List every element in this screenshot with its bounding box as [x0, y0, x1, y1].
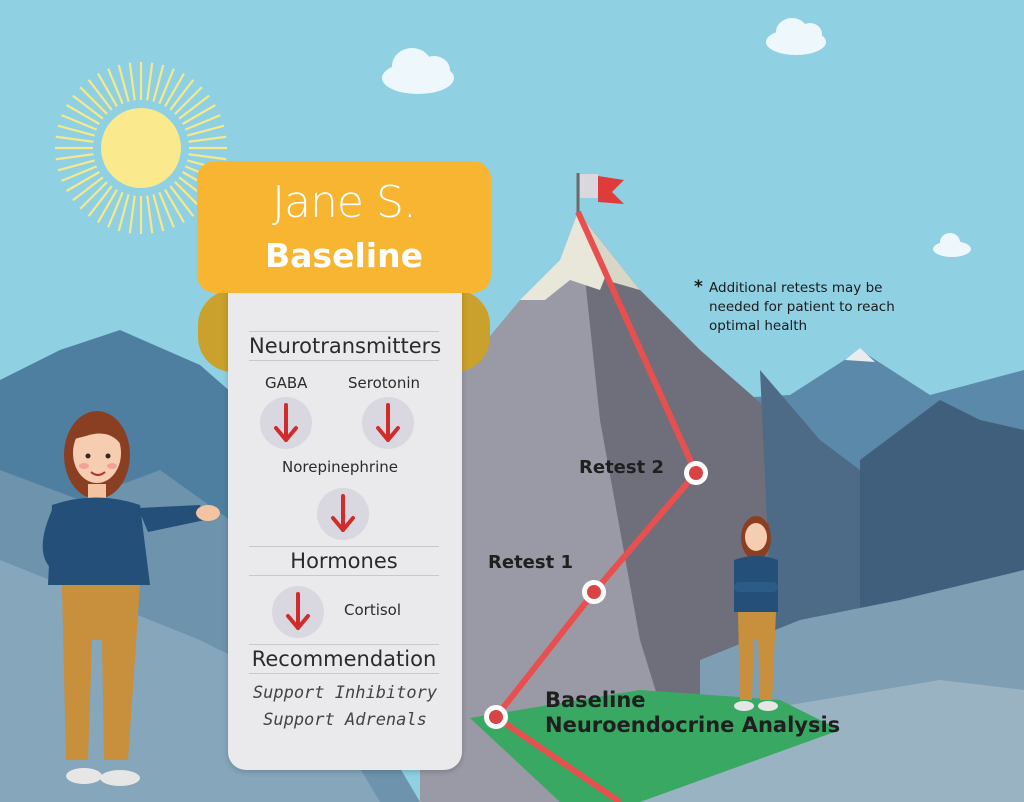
sun-ray: [117, 194, 130, 232]
note-asterisk: *: [694, 277, 703, 297]
sun-ray: [87, 79, 113, 111]
sun-ray: [164, 72, 185, 107]
sun-ray: [152, 194, 165, 232]
patient-name: Jane S.: [272, 177, 417, 228]
sun-ray: [57, 124, 95, 137]
sun-ray: [55, 135, 94, 143]
section-hormones: Hormones: [249, 546, 439, 576]
sun-ray: [188, 135, 227, 143]
sun-ray: [146, 195, 154, 234]
sun-ray: [72, 94, 104, 120]
climb-path: [493, 210, 699, 719]
woman-illustration-small: [734, 516, 778, 711]
sun-ray: [158, 68, 175, 105]
retest-1-label: Retest 1: [488, 552, 573, 573]
sun-ray: [117, 64, 130, 102]
sun-ray: [97, 72, 118, 107]
patient-banner: Jane S. Baseline: [197, 161, 491, 293]
sun-ray: [169, 185, 195, 217]
section-neurotransmitters: Neurotransmitters: [249, 331, 441, 361]
climb-path-start: [494, 714, 622, 802]
woman-illustration-large: [42, 411, 220, 786]
retest-2-label: Retest 2: [579, 457, 664, 478]
sun-ray: [152, 64, 165, 102]
sun-ray: [164, 189, 185, 224]
sun-ray: [188, 153, 227, 161]
marker-norepinephrine: Norepinephrine: [282, 458, 398, 476]
sun-ray: [182, 104, 217, 125]
sun-ray: [79, 181, 108, 210]
sun-ray: [107, 191, 124, 228]
sun-ray: [87, 185, 113, 217]
recommendation-item: Support Adrenals: [263, 710, 427, 730]
stage-title: Baseline: [265, 236, 423, 275]
sun-ray: [107, 68, 124, 105]
sun-ray: [57, 159, 95, 172]
sun-ray: [65, 104, 100, 125]
sun-ray: [55, 153, 94, 161]
sun-ray: [97, 189, 118, 224]
sun-ray: [65, 171, 100, 192]
sun-ray: [178, 94, 210, 120]
sun-icon: [55, 62, 227, 234]
flag-icon: [576, 173, 624, 213]
note-text: Additional retests may be needed for pat…: [709, 280, 895, 334]
marker-serotonin: Serotonin: [348, 374, 421, 392]
grass-platform: [470, 690, 840, 802]
sun-ray: [187, 124, 225, 137]
marker-gaba: GABA: [265, 374, 308, 392]
sun-ray: [146, 62, 154, 101]
sun-ray: [184, 114, 221, 131]
cloud-icon: [382, 18, 971, 257]
sun-ray: [61, 114, 98, 131]
sun-ray: [128, 62, 136, 101]
checkpoint-marker: [484, 461, 708, 729]
recommendation-item: Support Inhibitory: [252, 683, 438, 703]
marker-cortisol: Cortisol: [344, 601, 402, 619]
baseline-label-line2: Neuroendocrine Analysis: [545, 713, 841, 737]
baseline-label: Baseline Neuroendocrine Analysis: [545, 688, 840, 738]
sun-ray: [61, 165, 98, 182]
sun-ray: [174, 86, 203, 115]
sun-ray: [169, 79, 195, 111]
sun-ray: [72, 176, 104, 202]
sun-ray: [158, 191, 175, 228]
section-recommendation: Recommendation: [249, 644, 439, 674]
sun-ray: [128, 195, 136, 234]
sun-ray: [79, 86, 108, 115]
baseline-label-line1: Baseline: [545, 688, 646, 712]
